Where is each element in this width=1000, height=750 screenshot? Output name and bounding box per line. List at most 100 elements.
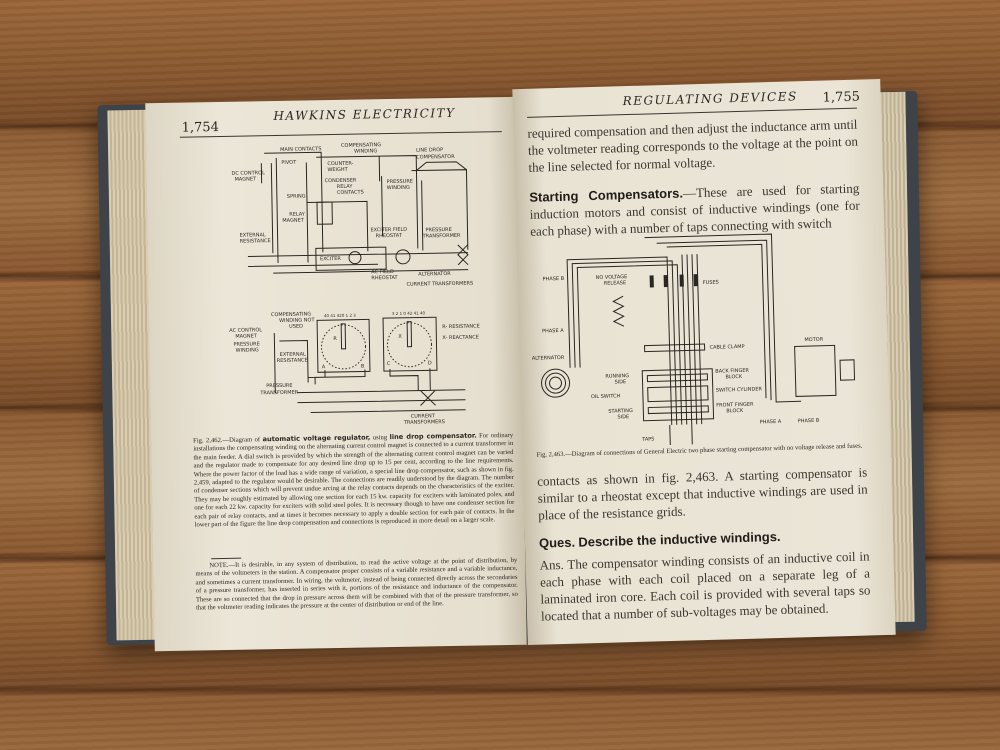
label-pressure-winding-2: WINDING bbox=[236, 347, 259, 353]
label-dc-control-magnet-2: MAGNET bbox=[235, 176, 258, 182]
label-no-voltage-release: NO VOLTAGE bbox=[596, 274, 628, 281]
label-motor-phase-a: PHASE A bbox=[760, 419, 782, 426]
label-motor-phase-b: PHASE B bbox=[798, 418, 820, 425]
legend-resistance: R- RESISTANCE bbox=[442, 323, 480, 330]
label-running-side-2: SIDE bbox=[614, 379, 626, 385]
diagram-wiring bbox=[273, 316, 466, 413]
running-head: REGULATING DEVICES bbox=[622, 89, 798, 109]
label-line-drop-2: COMPENSATOR bbox=[416, 154, 455, 161]
label-motor: MOTOR bbox=[804, 337, 823, 344]
label-external-resistance: EXTERNAL bbox=[280, 352, 306, 358]
terminal-a: A bbox=[322, 364, 326, 370]
label-pressure-winding-2: WINDING bbox=[387, 185, 410, 191]
starting-compensator-diagram: PHASE B NO VOLTAGE RELEASE FUSES PHASE A… bbox=[532, 233, 856, 445]
label-exciter-field-rheostat-2: RHEOSTAT bbox=[376, 233, 403, 239]
label-current-transformers-2: TRANSFORMERS bbox=[403, 419, 445, 426]
reactance-dial-letter: X bbox=[398, 334, 402, 340]
label-counterweight: COUNTER- bbox=[327, 161, 353, 167]
label-counterweight-2: WEIGHT bbox=[327, 167, 348, 173]
label-starting-side-2: SIDE bbox=[617, 414, 629, 420]
label-back-finger-block-2: BLOCK bbox=[725, 374, 743, 380]
question: Ques. Describe the inductive windings. bbox=[539, 525, 869, 551]
label-phase-b: PHASE B bbox=[543, 276, 565, 283]
legend-reactance: X- REACTANCE bbox=[442, 335, 479, 342]
label-starting-side: STARTING bbox=[608, 408, 633, 415]
label-switch-cylinder: SWITCH CYLINDER bbox=[716, 386, 763, 393]
label-external-resistance: EXTERNAL bbox=[240, 232, 266, 238]
label-exciter-field-rheostat: EXCITER FIELD bbox=[370, 227, 407, 234]
label-external-resistance-2: RESISTANCE bbox=[240, 238, 271, 245]
label-phase-a: PHASE A bbox=[542, 328, 564, 335]
label-external-resistance-2: RESISTANCE bbox=[277, 357, 308, 364]
label-current-transformers: CURRENT TRANSFORMERS bbox=[406, 281, 473, 288]
label-relay-contacts: RELAY bbox=[337, 184, 354, 190]
label-running-side: RUNNING bbox=[605, 373, 629, 380]
label-pressure-winding: PRESSURE bbox=[387, 179, 413, 185]
label-relay-contacts-2: CONTACTS bbox=[337, 189, 364, 195]
label-relay-magnet: RELAY bbox=[289, 212, 306, 218]
figure-caption: Fig. 2,462.—Diagram of automatic voltage… bbox=[193, 431, 515, 530]
label-ac-field-rheostat: AC FIELD bbox=[371, 269, 394, 275]
label-current-transformers: CURRENT bbox=[411, 413, 436, 419]
label-front-finger-block: FRONT FINGER bbox=[716, 402, 754, 409]
label-compensating-winding-not-used-2: WINDING NOT bbox=[279, 317, 315, 324]
label-taps: TAPS bbox=[641, 436, 654, 442]
label-compensating-winding-not-used: COMPENSATING bbox=[271, 311, 311, 318]
resistance-dial-letter: R bbox=[333, 336, 337, 342]
label-pressure-transformer: PRESSURE bbox=[425, 227, 451, 233]
resistance-dial-scale: 40 41 420 1 2 3 bbox=[324, 313, 356, 319]
label-compensating-winding-not-used-3: USED bbox=[289, 324, 303, 330]
label-relay-magnet-2: MAGNET bbox=[282, 218, 305, 224]
caption-text: using bbox=[370, 434, 390, 442]
caption-fig-number: Fig. 2,462.—Diagram of bbox=[193, 436, 263, 445]
label-dc-control-magnet: DC CONTROL bbox=[231, 170, 265, 177]
diagram-wiring bbox=[541, 233, 856, 445]
label-ac-control-magnet-2: MAGNET bbox=[235, 333, 258, 339]
label-ac-control-magnet: AC CONTROL bbox=[229, 327, 262, 334]
label-main-contacts: MAIN CONTACTS bbox=[280, 146, 322, 153]
caption-bold-term: line drop compensator. bbox=[389, 431, 477, 442]
label-pivot: PIVOT bbox=[281, 160, 297, 166]
caption-bold-term: automatic voltage regulator, bbox=[262, 433, 371, 444]
caption-text: For ordinary installations the compensat… bbox=[193, 431, 515, 529]
left-page: 1,754 HAWKINS ELECTRICITY MAIN CONTACTS … bbox=[145, 96, 527, 652]
label-alternator: ALTERNATOR bbox=[418, 271, 451, 278]
question-text: Describe the inductive windings. bbox=[578, 528, 781, 550]
paragraph-intro: required compensation and then adjust th… bbox=[527, 116, 859, 175]
label-compensating-winding: COMPENSATING bbox=[341, 142, 381, 149]
diagram-wiring bbox=[247, 151, 469, 274]
note-paragraph: NOTE.—It is desirable, in any system of … bbox=[195, 556, 518, 612]
label-spring: SPRING bbox=[287, 194, 306, 200]
answer: Ans. The compensator winding consists of… bbox=[539, 547, 871, 624]
answer-text: The compensator winding consists of an i… bbox=[539, 548, 871, 624]
label-oil-switch: OIL SWITCH bbox=[591, 393, 621, 400]
label-pressure-transformer-2: TRANSFORMER bbox=[422, 233, 462, 240]
terminal-c: C bbox=[387, 361, 391, 367]
label-condenser: CONDENSER bbox=[325, 178, 357, 185]
page-number: 1,755 bbox=[822, 89, 861, 106]
question-label: Ques. bbox=[538, 534, 576, 551]
note-rule bbox=[211, 557, 242, 560]
label-pressure-winding: PRESSURE bbox=[233, 341, 259, 347]
reactance-dial-scale: 3 2 1 0 42 41 40 bbox=[392, 310, 426, 316]
paragraph-contacts: contacts as shown in fig. 2,463. A start… bbox=[537, 464, 868, 523]
label-pressure-transformer: PRESSURE bbox=[266, 383, 292, 389]
section-heading: Starting Compensators. bbox=[529, 185, 684, 205]
label-no-voltage-release-2: RELEASE bbox=[604, 280, 627, 287]
label-fuses: FUSES bbox=[703, 280, 719, 286]
right-page: REGULATING DEVICES 1,755 required compen… bbox=[512, 78, 896, 646]
compensator-detail-diagram: COMPENSATING WINDING NOT USED AC CONTROL… bbox=[229, 310, 480, 426]
terminal-b: B bbox=[361, 363, 365, 369]
label-pressure-transformer-2: TRANSFORMER bbox=[259, 390, 299, 397]
label-ac-field-rheostat-2: RHEOSTAT bbox=[371, 275, 398, 281]
label-compensating-winding-2: WINDING bbox=[354, 148, 377, 154]
label-back-finger-block: BACK FINGER bbox=[715, 368, 749, 375]
label-cable-clamp: CABLE CLAMP bbox=[710, 344, 745, 351]
label-front-finger-block-2: BLOCK bbox=[726, 408, 744, 414]
answer-label: Ans. bbox=[539, 556, 565, 573]
voltage-regulator-diagram: MAIN CONTACTS PIVOT COMPENSATING WINDING… bbox=[231, 142, 473, 288]
label-alternator: ALTERNATOR bbox=[532, 355, 565, 362]
terminal-d: D bbox=[428, 360, 432, 366]
label-line-drop: LINE DROP bbox=[416, 147, 443, 153]
label-exciter: EXCITER bbox=[320, 256, 342, 262]
